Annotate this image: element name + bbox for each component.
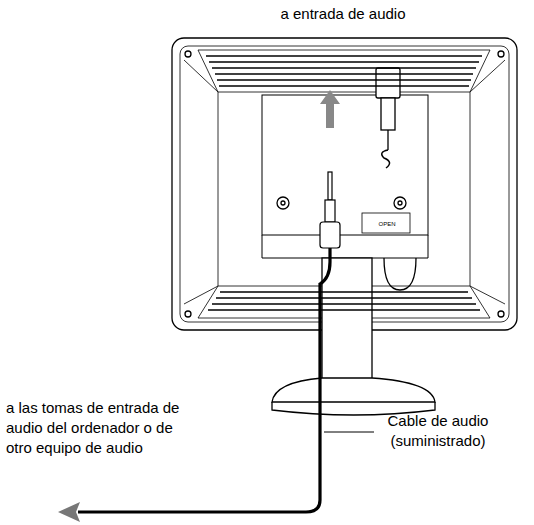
- audio-cable: [78, 248, 330, 512]
- latch-marking: OPEN: [372, 220, 402, 228]
- cable-label: Cable de audio (suministrado): [378, 411, 498, 451]
- insert-arrow: [320, 90, 340, 128]
- callout-label: a entrada de audio: [243, 4, 443, 24]
- audio-plug: [320, 172, 340, 248]
- callout-label: a las tomas de entrada de audio del orde…: [6, 398, 198, 458]
- leader-line: [324, 432, 374, 433]
- direction-arrow: [58, 502, 80, 522]
